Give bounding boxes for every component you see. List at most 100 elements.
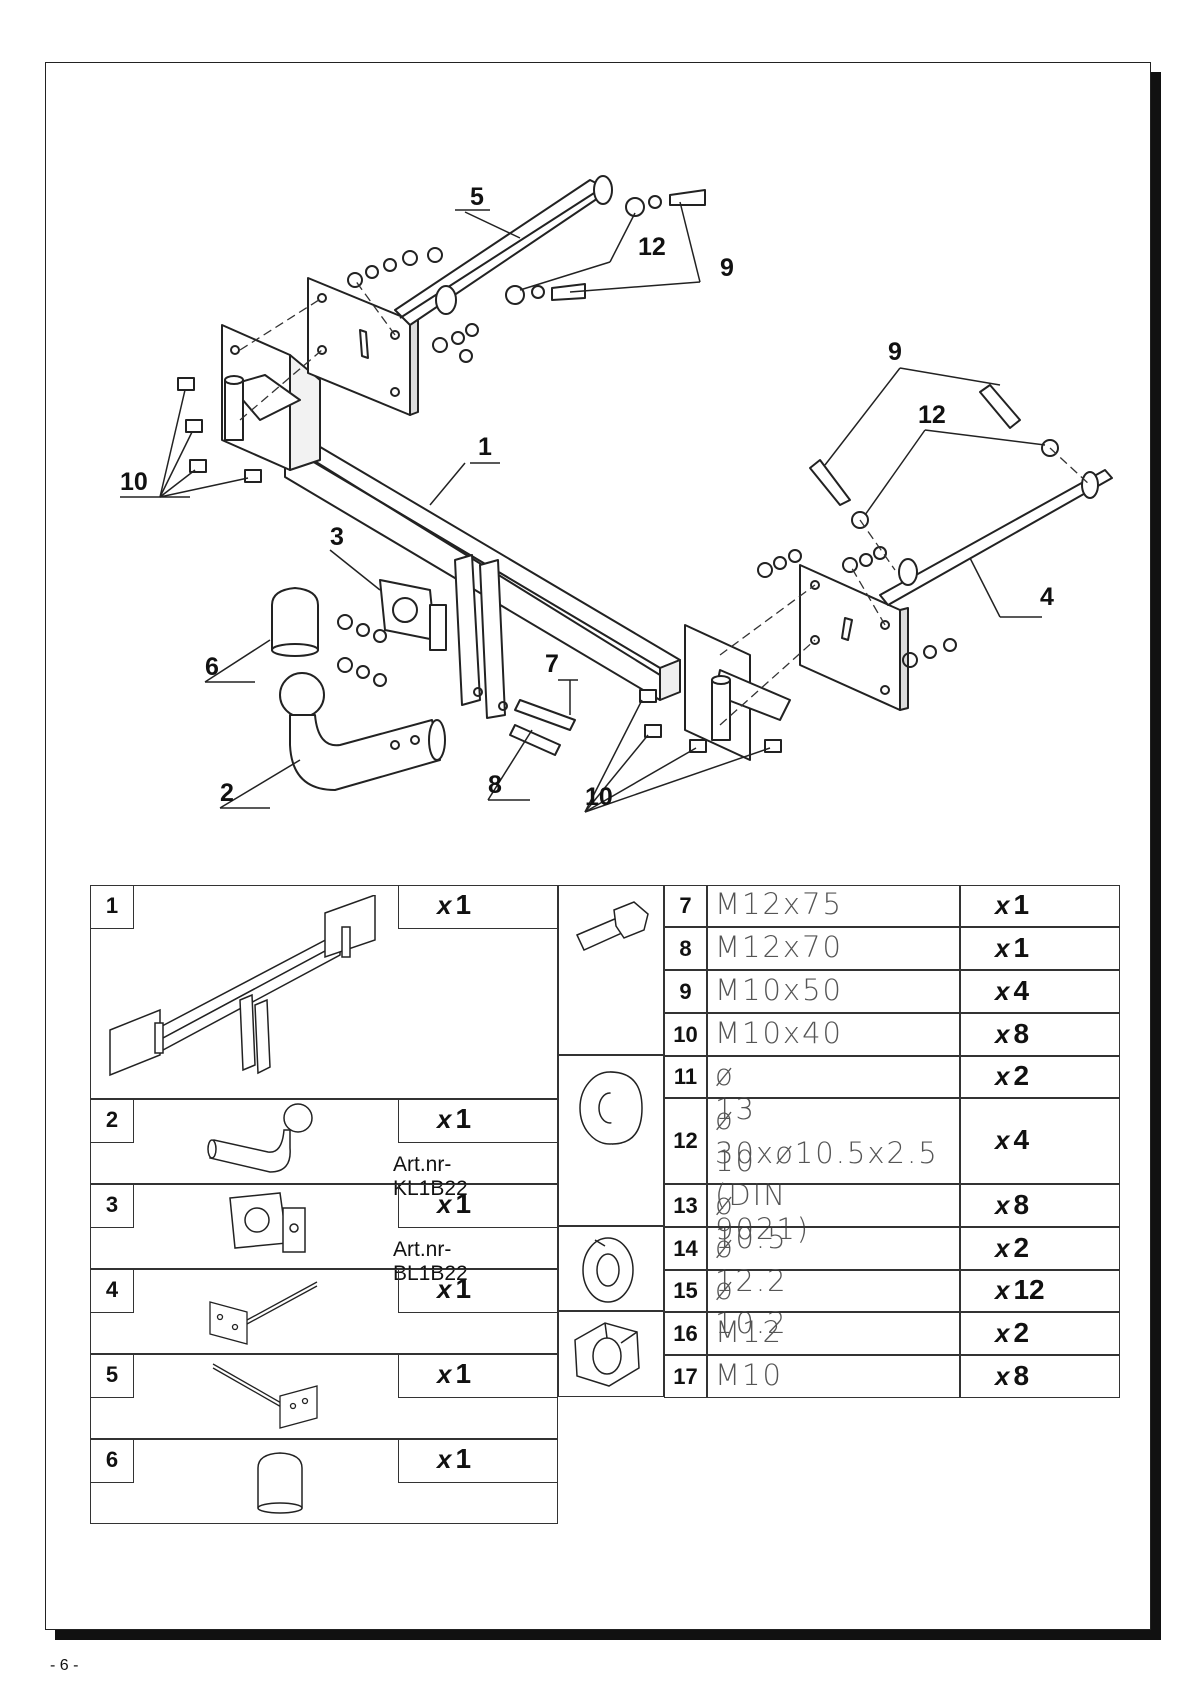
part-index-box: [664, 1270, 707, 1312]
mounting-plate-5-thumbnail: [212, 1363, 318, 1429]
part-qty-box: [960, 1227, 1120, 1270]
part-spec-box: [707, 1270, 960, 1312]
part-qty-box: [960, 1270, 1120, 1312]
part-qty-box: [960, 1355, 1120, 1398]
callout-7: 7: [545, 650, 559, 678]
part-spec-box: [707, 1013, 960, 1056]
part-spec-box: [707, 1355, 960, 1398]
part-qty-box: [960, 927, 1120, 970]
callout-6: 6: [205, 653, 219, 681]
part-qty-box: [960, 1312, 1120, 1355]
part-spec: M12x75: [715, 887, 843, 921]
part-spec-box: [707, 927, 960, 970]
part-spec: ø 10.5: [715, 1186, 788, 1255]
exploded-assembly-drawing: 5 12 9 10 1 3 6 7 8 2 10 9 12 4: [120, 175, 1113, 813]
part-index-box: [90, 1269, 134, 1313]
part-index: 1: [105, 893, 119, 918]
part-index: 13: [673, 1192, 698, 1218]
part-index: 16: [673, 1320, 698, 1346]
callout-2: 2: [220, 779, 234, 807]
part-index-box: [664, 1056, 707, 1098]
part-spec-box: [707, 885, 960, 927]
part-index: 3: [105, 1192, 119, 1217]
crossbar-part-1: [284, 437, 681, 719]
callout-8: 8: [488, 771, 502, 799]
tow-ball-part-2: [279, 672, 446, 791]
part-qty-box: [960, 1098, 1120, 1184]
part-index: 7: [679, 893, 692, 918]
part-index: 17: [673, 1363, 698, 1389]
bolts-parts-7-8: [509, 699, 576, 756]
bolts-part-10-left: [177, 377, 262, 483]
mounting-plate-part-5: [307, 175, 613, 416]
tow-ball-thumbnail: [207, 1103, 313, 1173]
part-qty-box: [398, 1099, 558, 1143]
part-spec: ø 10.2: [715, 1272, 788, 1340]
part-qty-box: [398, 885, 558, 929]
mounting-plate-part-4: [799, 469, 1113, 711]
frame-shadow-right: [1151, 72, 1161, 1640]
part-spec-box: [707, 970, 960, 1013]
part-index-box: [664, 1098, 707, 1184]
right-side-bracket: [684, 624, 791, 761]
part-index-box: [90, 1184, 134, 1228]
part-qty-box: [398, 1184, 558, 1228]
part-index-box: [664, 1184, 707, 1227]
part-spec: M12x70: [715, 929, 843, 964]
mounting-plate-4-thumbnail: [209, 1281, 318, 1345]
part-index-box: [664, 1355, 707, 1398]
callout-10-right: 10: [585, 783, 613, 811]
part-spec: ø 13: [715, 1058, 756, 1126]
socket-plate-part-3: [379, 579, 447, 651]
part-spec-box: [707, 1098, 960, 1184]
part-index-box: [90, 1099, 134, 1143]
part-qty-box: [960, 885, 1120, 927]
callout-1: 1: [478, 433, 492, 461]
part-spec-box: [707, 1227, 960, 1270]
nut-icon: [574, 1322, 640, 1387]
part-qty-box: [960, 1184, 1120, 1227]
part-index: 12: [673, 1128, 698, 1153]
callout-3: 3: [330, 523, 344, 551]
icon-cell-bolt: [558, 885, 664, 1055]
part-spec: ø 12.2: [715, 1229, 788, 1298]
page-number: - 6 -: [50, 1657, 79, 1674]
washer-icon: [579, 1071, 643, 1145]
part-spec-box: [707, 1056, 960, 1098]
spring-washer-icon: [582, 1237, 634, 1303]
part-spec: M10x50: [715, 972, 843, 1007]
washer-nut-stacks: [337, 189, 1059, 687]
part-index-box: [90, 885, 134, 929]
part-qty-box: [398, 1269, 558, 1313]
ball-cover-part-6: [271, 587, 319, 657]
bolts-part-10-right: [639, 689, 782, 753]
left-side-bracket: [221, 324, 321, 471]
socket-plate-thumbnail: [229, 1192, 306, 1253]
part-index: 5: [105, 1362, 119, 1387]
part-index-box: [90, 1354, 134, 1398]
part-index: 9: [679, 978, 692, 1004]
part-index-box: [664, 1227, 707, 1270]
part-index-box: [90, 1439, 134, 1483]
part-index: 14: [673, 1235, 698, 1261]
callout-12-top: 12: [638, 233, 666, 261]
callout-12-right: 12: [918, 401, 946, 429]
part-spec: M10x40: [715, 1015, 843, 1050]
part-row-1: [90, 885, 558, 1099]
part-index-box: [664, 927, 707, 970]
part-index: 15: [673, 1278, 698, 1303]
